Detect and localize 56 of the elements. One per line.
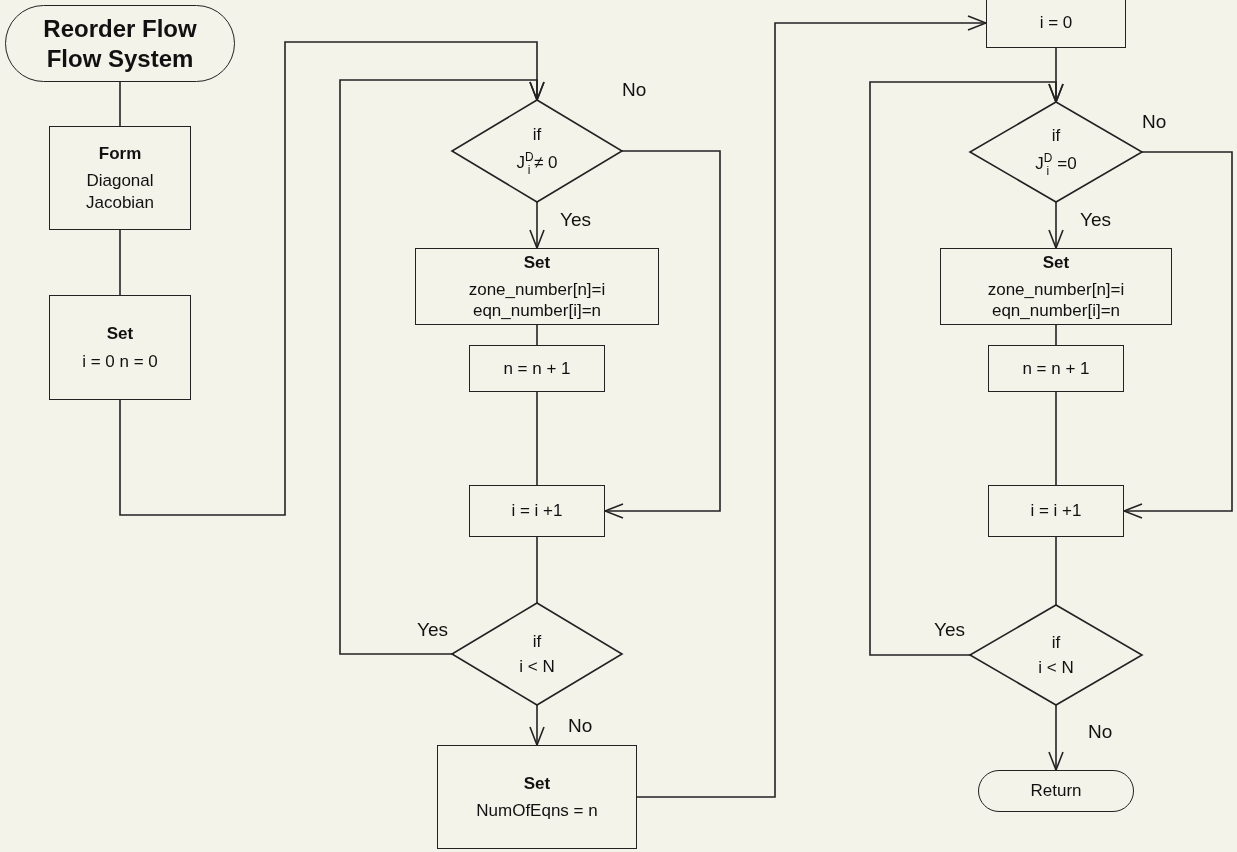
step-text: J$^{D}$$_{i}$ =0: [1035, 150, 1077, 179]
step-text: n = n + 1: [503, 357, 571, 380]
process-box: [988, 485, 1124, 537]
connector-line: [536, 324, 538, 346]
process-box: [469, 345, 605, 392]
flow-arrow: [529, 704, 545, 746]
connector-line: [536, 391, 538, 486]
step-text: J$^{D}$$_{i}$≠ 0: [516, 149, 558, 178]
condition-keyword: if: [532, 630, 542, 652]
decision-diamond: [970, 102, 1142, 202]
flow-arrow: [1048, 704, 1064, 771]
flow-arrow: [636, 15, 987, 798]
step-heading: Set: [1042, 251, 1070, 273]
decision-diamond: [452, 100, 622, 202]
process-box: [49, 126, 191, 230]
process-box: [437, 745, 637, 849]
condition-keyword: if: [1051, 125, 1061, 147]
process-box: [415, 248, 659, 325]
step-text: i = i +1: [1030, 500, 1082, 522]
connector-line: [119, 229, 121, 296]
step-heading: Form: [98, 143, 142, 165]
step-text: Return: [1030, 780, 1082, 802]
flow-arrow: [1123, 151, 1233, 519]
flow-arrow: [339, 79, 545, 655]
step-text: i = 0 n = 0: [82, 350, 158, 372]
step-text: Diagonal Jacobian: [84, 170, 156, 213]
step-text: n = n + 1: [1022, 357, 1090, 380]
flow-arrow: [869, 81, 1064, 656]
process-box: [469, 485, 605, 537]
flow-arrow: [1048, 201, 1064, 249]
flow-arrow: [604, 150, 721, 519]
step-text: NumOfEqns = n: [476, 800, 598, 822]
process-box: [940, 248, 1172, 325]
connector-line: [1055, 324, 1057, 346]
process-box: [986, 0, 1126, 48]
step-text: i = i +1: [511, 500, 563, 522]
connector-line: [1055, 536, 1057, 606]
process-box: [49, 295, 191, 400]
step-text: zone_number[n]=i eqn_number[i]=n: [986, 278, 1126, 322]
flow-arrow: [529, 201, 545, 249]
step-text: zone_number[n]=i eqn_number[i]=n: [467, 278, 607, 322]
process-box: [988, 345, 1124, 392]
step-text: i < N: [519, 656, 555, 678]
condition-keyword: if: [1051, 631, 1061, 653]
step-text: Reorder Flow Flow System: [42, 13, 198, 74]
decision-diamond: [970, 605, 1142, 705]
condition-keyword: if: [532, 124, 542, 146]
step-heading: Set: [523, 772, 551, 794]
connector-line: [1055, 391, 1057, 486]
step-heading: Set: [106, 323, 134, 345]
connector-line: [536, 536, 538, 604]
step-text: i < N: [1038, 657, 1074, 679]
step-heading: Set: [523, 251, 551, 273]
step-text: i = 0: [1039, 12, 1073, 34]
connector-line: [119, 81, 121, 127]
decision-diamond: [452, 603, 622, 705]
